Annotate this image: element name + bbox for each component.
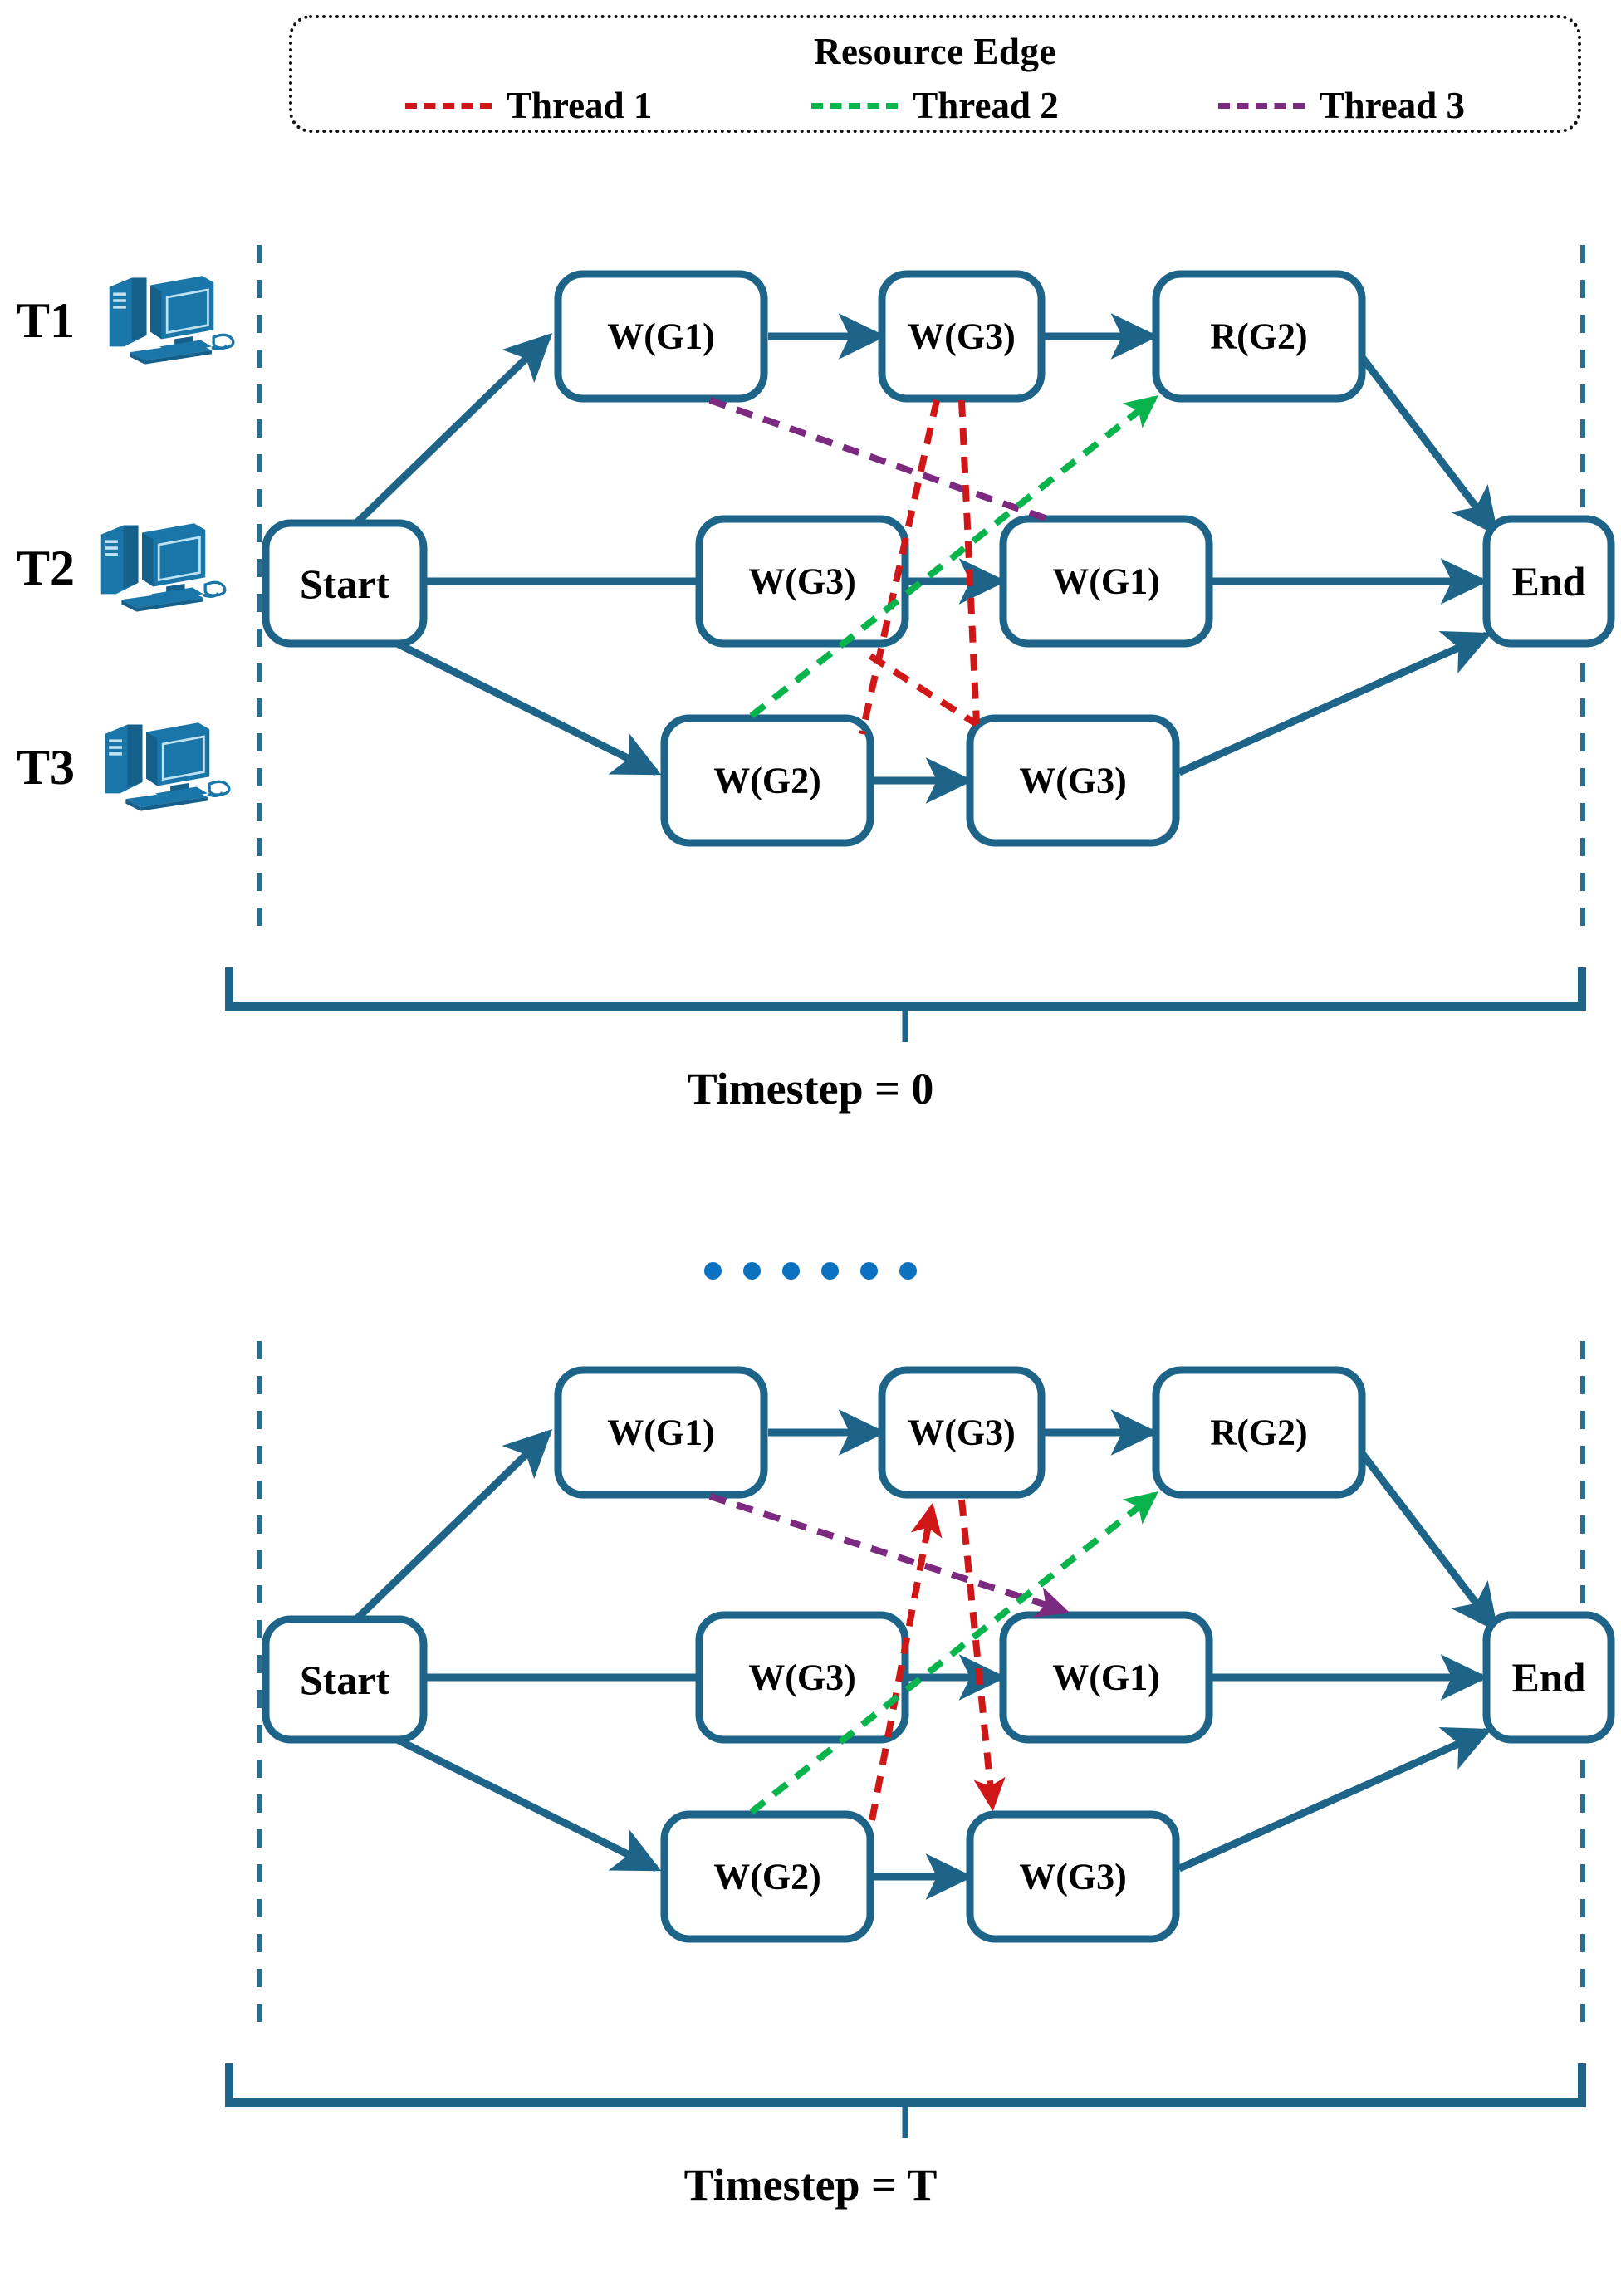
vertical-ellipsis-separator bbox=[0, 1262, 1621, 1280]
node-t2-wg1[interactable] bbox=[999, 515, 1213, 648]
node-t3-wg2[interactable] bbox=[660, 714, 874, 847]
thread-axis-label-t2: T2 bbox=[17, 541, 76, 595]
edge-start-to-t1-wg1 bbox=[349, 1428, 553, 1627]
edge-start-to-t3-wg2 bbox=[370, 1723, 662, 1873]
ellipsis-dot bbox=[899, 1262, 917, 1280]
resource-edge-thread2-pT[interactable] bbox=[749, 1491, 1159, 1815]
legend-item-thread1: Thread 1 bbox=[404, 84, 653, 127]
legend-label-thread1: Thread 1 bbox=[506, 85, 653, 126]
legend-box: Resource Edge Thread 1 Thread 2 Thread 3 bbox=[289, 15, 1581, 133]
computer-icon-t2 bbox=[100, 521, 227, 614]
timestep-T-caption: Timestep = T bbox=[683, 2160, 938, 2210]
node-label-t1-rg2: R(G2) bbox=[1210, 1412, 1308, 1453]
panel0-program-edges bbox=[349, 313, 1499, 804]
panelT-timestep-brace bbox=[225, 2063, 1586, 2107]
legend-item-thread2: Thread 2 bbox=[811, 84, 1059, 127]
ellipsis-dot bbox=[860, 1262, 878, 1280]
computer-icon-t1 bbox=[108, 274, 235, 366]
node-t1-wg1[interactable] bbox=[554, 270, 768, 403]
node-t2-wg1[interactable] bbox=[999, 1611, 1213, 1744]
node-label-t2-wg3: W(G3) bbox=[748, 1657, 856, 1698]
node-label-t2-wg1: W(G1) bbox=[1052, 1657, 1160, 1698]
panel0-timestep-brace bbox=[225, 967, 1586, 1011]
panel-timestep-0 bbox=[225, 245, 1615, 1042]
node-start[interactable] bbox=[262, 519, 428, 648]
node-label-t1-wg3: W(G3) bbox=[908, 316, 1016, 357]
edge-start-to-t3-wg2 bbox=[370, 627, 662, 776]
ellipsis-dot bbox=[782, 1262, 800, 1280]
resource-edge-thread3-p0 bbox=[708, 397, 1056, 525]
thread-axis-label-t1: T1 bbox=[17, 293, 76, 348]
edge-t3-wg3-to-end bbox=[1178, 631, 1492, 776]
timestep-0-caption: Timestep = 0 bbox=[687, 1064, 934, 1114]
node-label-t3-wg3: W(G3) bbox=[1019, 1856, 1127, 1897]
node-end[interactable] bbox=[1482, 515, 1615, 648]
resource-edge-thread1a-p0 bbox=[859, 399, 940, 735]
node-label-t3-wg3: W(G3) bbox=[1019, 760, 1127, 801]
thread3-dash-icon bbox=[1217, 102, 1305, 109]
edge-t1-rg2-to-end bbox=[1359, 1451, 1499, 1633]
node-label-t1-wg1: W(G1) bbox=[607, 1412, 715, 1453]
node-t3-wg2[interactable] bbox=[660, 1810, 874, 1943]
node-label-t1-wg1: W(G1) bbox=[607, 316, 715, 357]
node-t3-wg3[interactable] bbox=[966, 1810, 1180, 1943]
edge-t3-wg3-to-end bbox=[1178, 1727, 1492, 1873]
thread2-dash-icon bbox=[811, 102, 899, 109]
thread1-dash-icon bbox=[404, 102, 492, 109]
resource-edge-thread1c-p0 bbox=[868, 653, 979, 727]
node-start[interactable] bbox=[262, 1615, 428, 1744]
ellipsis-dot bbox=[704, 1262, 722, 1280]
computer-icon-t3 bbox=[104, 721, 231, 813]
node-t1-wg3[interactable] bbox=[878, 1366, 1046, 1499]
resource-edge-thread1a-pT[interactable] bbox=[869, 1502, 943, 1821]
panel0-nodes bbox=[262, 270, 1615, 847]
node-t1-rg2[interactable] bbox=[1152, 1366, 1366, 1499]
node-t3-wg3[interactable] bbox=[966, 714, 1180, 847]
node-t1-wg3[interactable] bbox=[878, 270, 1046, 403]
ellipsis-dot bbox=[821, 1262, 839, 1280]
legend-items: Thread 1 Thread 2 Thread 3 bbox=[292, 80, 1578, 131]
node-t1-wg1[interactable] bbox=[554, 1366, 768, 1499]
node-label-t2-wg1: W(G1) bbox=[1052, 561, 1160, 602]
resource-edge-thread1b-p0 bbox=[958, 399, 980, 725]
node-t2-wg3[interactable] bbox=[695, 1611, 909, 1744]
legend-label-thread3: Thread 3 bbox=[1319, 85, 1466, 126]
panelT-program-edges bbox=[349, 1409, 1499, 1900]
node-label-t1-rg2: R(G2) bbox=[1210, 316, 1308, 357]
node-t1-rg2[interactable] bbox=[1152, 270, 1366, 403]
node-label-start: Start bbox=[299, 561, 390, 607]
thread-axis-label-t3: T3 bbox=[17, 740, 76, 795]
panel-timestep-T bbox=[225, 1341, 1615, 2138]
node-label-end: End bbox=[1511, 1654, 1586, 1701]
panelT-nodes bbox=[262, 1366, 1615, 1943]
node-label-t3-wg2: W(G2) bbox=[713, 760, 821, 801]
node-label-t2-wg3: W(G3) bbox=[748, 561, 856, 602]
node-end[interactable] bbox=[1482, 1611, 1615, 1744]
legend-title: Resource Edge bbox=[814, 31, 1056, 72]
resource-edge-thread2-p0[interactable] bbox=[749, 395, 1159, 719]
node-t2-wg3[interactable] bbox=[695, 515, 909, 648]
node-label-start: Start bbox=[299, 1657, 390, 1703]
node-label-t1-wg3: W(G3) bbox=[908, 1412, 1016, 1453]
resource-edge-thread3-pT[interactable] bbox=[708, 1493, 1070, 1618]
legend-label-thread2: Thread 2 bbox=[913, 85, 1059, 126]
node-label-t3-wg2: W(G2) bbox=[713, 1856, 821, 1897]
edge-t1-rg2-to-end bbox=[1359, 355, 1499, 536]
resource-edge-thread1b-pT[interactable] bbox=[958, 1499, 1006, 1812]
node-label-end: End bbox=[1511, 558, 1586, 605]
legend-item-thread3: Thread 3 bbox=[1217, 84, 1466, 127]
edge-start-to-t1-wg1 bbox=[349, 332, 553, 531]
ellipsis-dot bbox=[743, 1262, 761, 1280]
